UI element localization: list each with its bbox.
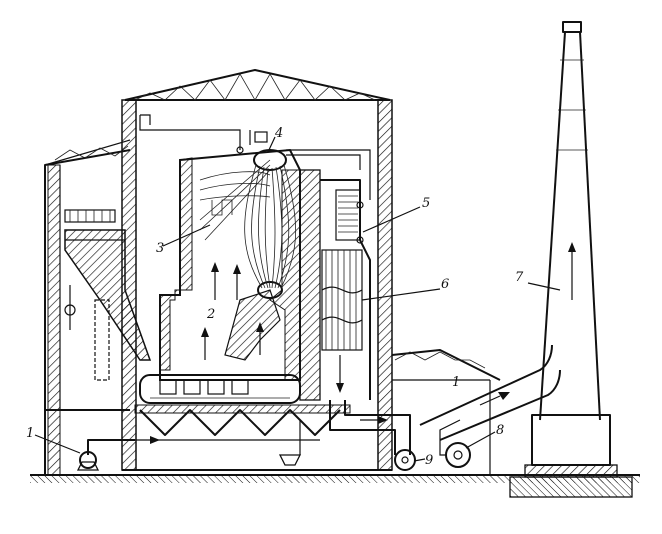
label-2: 2 — [206, 307, 215, 322]
label-5: 5 — [422, 196, 430, 211]
label-6: 6 — [441, 277, 449, 292]
label-fan-1: 1 — [452, 375, 460, 390]
callout-labels: 1 2 3 4 5 6 7 8 9 1 — [26, 126, 524, 468]
economizer — [335, 189, 364, 244]
flue-annex — [391, 349, 501, 475]
heat-exchanger-column — [299, 169, 411, 455]
fans — [394, 419, 471, 471]
furnace — [134, 148, 351, 436]
boiler-drum-bank — [139, 114, 371, 299]
chimney — [509, 21, 633, 498]
smoke-exhauster-9 — [394, 449, 416, 471]
label-4: 4 — [274, 126, 283, 141]
label-3: 3 — [156, 241, 164, 256]
air-heater — [321, 249, 363, 351]
label-8: 8 — [496, 423, 504, 438]
label-9: 9 — [425, 453, 433, 468]
label-7: 7 — [515, 270, 524, 285]
air-supply-duct — [76, 420, 320, 471]
flue-duct — [419, 344, 561, 441]
label-1: 1 — [26, 426, 34, 441]
gas-flow-arrows — [201, 262, 264, 360]
blower-8 — [445, 442, 471, 468]
leader-lines — [34, 136, 561, 462]
boiler-house — [121, 69, 393, 471]
